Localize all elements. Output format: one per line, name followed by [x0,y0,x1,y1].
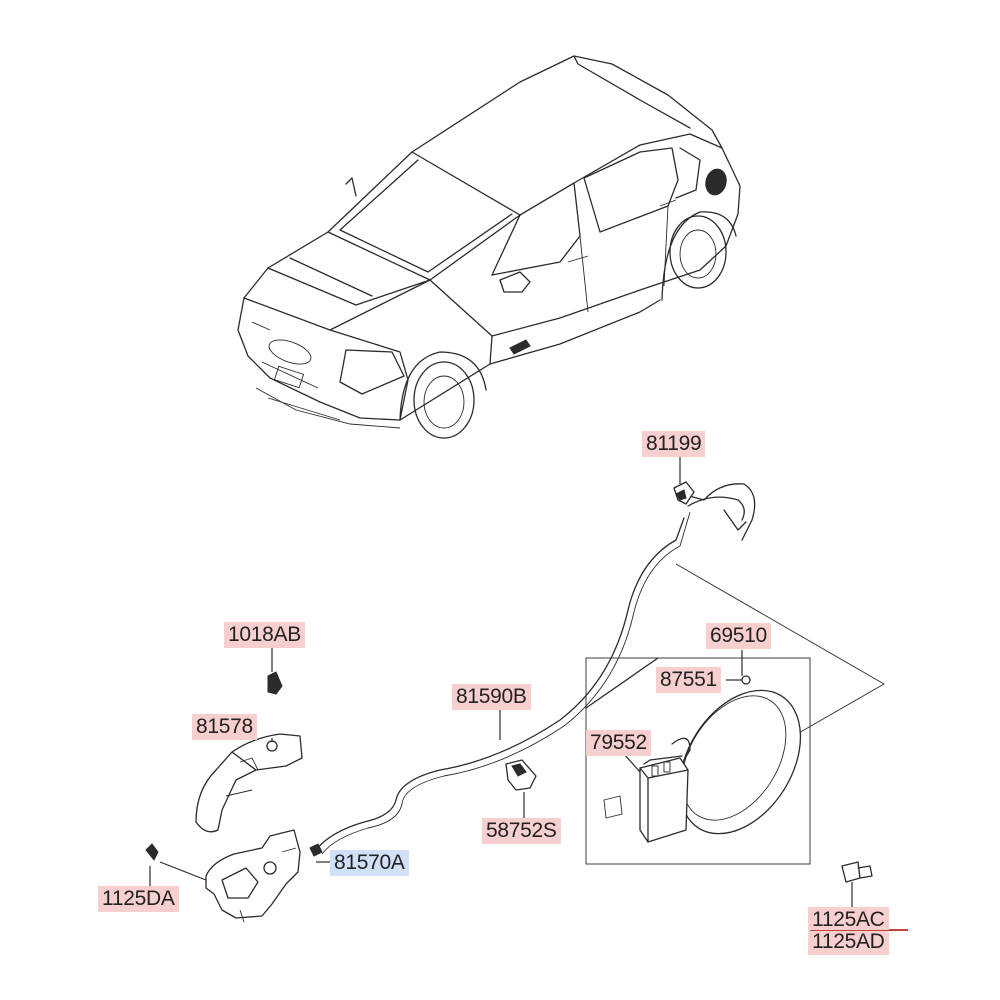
part-label-81199[interactable]: 81199 [642,431,706,457]
car-illustration [237,55,741,439]
part-label-1125DA[interactable]: 1125DA [98,886,179,912]
part-label-69510[interactable]: 69510 [706,623,771,649]
part-label-81590B[interactable]: 81590B [452,684,531,710]
clip-81199 [673,481,695,505]
clip-58752S [505,759,537,791]
part-label-58752S[interactable]: 58752S [482,818,561,844]
part-label-1125AC[interactable]: 1125AC [808,907,889,931]
part-label-79552[interactable]: 79552 [586,730,651,756]
part-label-1125AD[interactable]: 1125AD [808,931,889,955]
part-label-81578[interactable]: 81578 [192,714,257,740]
part-label-87551[interactable]: 87551 [656,667,721,693]
leader-lines [149,456,743,886]
release-cable [309,483,885,857]
part-label-1018AB[interactable]: 1018AB [224,622,305,648]
fuel-door-assembly [585,657,811,865]
part-label-81570A[interactable]: 81570A [330,850,409,876]
bolt-1125AC [841,861,873,912]
release-handle-assembly [145,671,303,923]
